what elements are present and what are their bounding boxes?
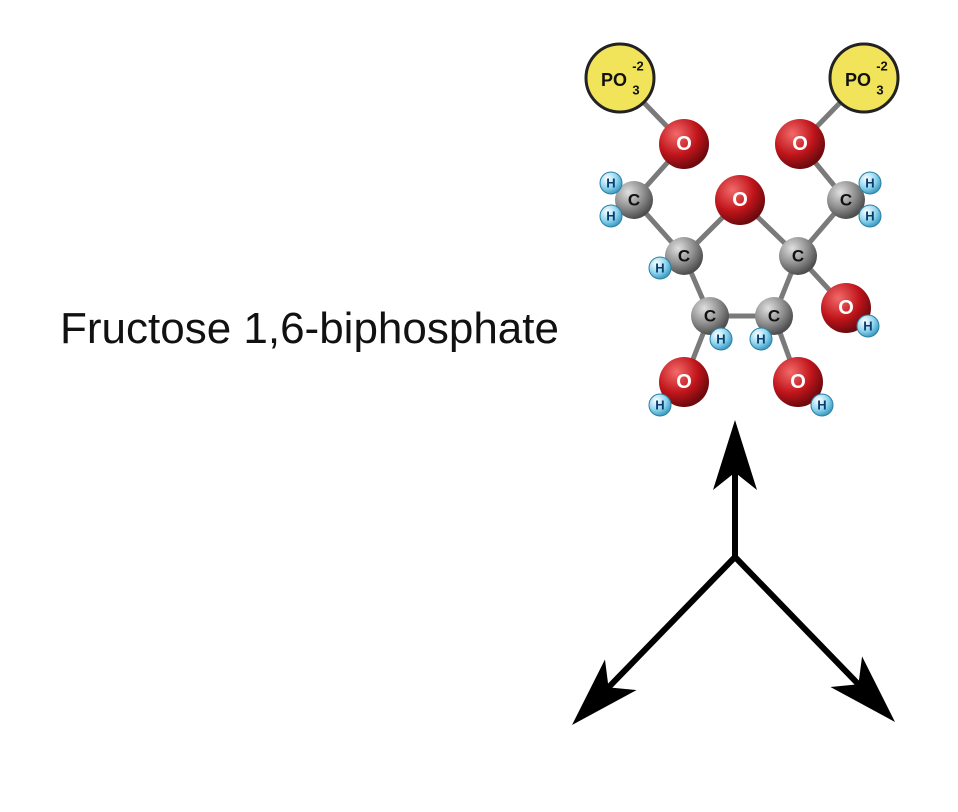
molecule-title: Fructose 1,6-biphosphate [60,304,559,353]
arrow-shaft [589,554,738,707]
hydrogen-label: H [716,332,725,347]
phosphate-charge: -2 [632,59,644,74]
arrow-head [830,656,895,722]
carbon-sphere [615,181,653,219]
hydrogen-sphere [599,171,623,195]
carbon-sphere [691,297,729,335]
hydrogen-sphere [749,327,773,351]
reference-arrows [572,420,895,725]
carbon-label: C [768,307,780,326]
hydrogen-label: H [865,176,874,191]
hydrogen-label: H [606,176,615,191]
atom-c4: C [691,297,729,335]
oxygen-label: O [676,371,692,393]
carbon-sphere [665,237,703,275]
oxygen-sphere [715,175,765,225]
oxygen-sphere [659,357,709,407]
oxygen-sphere [659,119,709,169]
atom-o4h: O [659,357,709,407]
hydrogen-sphere [648,256,672,280]
phosphate-label: PO [601,70,627,90]
phosphate-subscript: 3 [876,83,883,98]
hydrogen-label: H [756,332,765,347]
hydrogen-sphere [858,204,882,228]
hydrogen-label: H [606,209,615,224]
hydrogen-sphere [599,204,623,228]
atom-c2: C [779,237,817,275]
phosphate-charge: -2 [876,59,888,74]
phosphate-label: PO [845,70,871,90]
atom-hydrogen: H [858,204,882,228]
atom-c1: C [827,181,865,219]
arrow-head [572,659,637,725]
atom-hydrogen: H [856,314,880,338]
carbon-label: C [678,247,690,266]
hydrogen-label: H [655,261,664,276]
carbon-label: C [792,247,804,266]
arrow-shaft [732,554,878,704]
carbon-label: C [840,191,852,210]
arrow-head [713,420,757,490]
atom-o3h: O [773,357,823,407]
oxygen-sphere [775,119,825,169]
oxygen-label: O [732,189,748,211]
atom-p1: PO 3 -2 [584,42,656,114]
hydrogen-sphere [856,314,880,338]
atom-hydrogen: H [599,171,623,195]
hydrogen-sphere [709,327,733,351]
oxygen-sphere [773,357,823,407]
phosphate-sphere [828,42,900,114]
arrow-down-right [732,554,895,722]
atom-c5: C [665,237,703,275]
atom-hydrogen: H [810,393,834,417]
hydrogen-label: H [863,319,872,334]
oxygen-label: O [838,297,854,319]
hydrogen-label: H [655,398,664,413]
hydrogen-label: H [817,398,826,413]
atom-o2: O [775,119,825,169]
hydrogen-sphere [810,393,834,417]
carbon-label: C [704,307,716,326]
atom-hydrogen: H [648,256,672,280]
atom-hydrogen: H [599,204,623,228]
phosphate-subscript: 3 [632,83,639,98]
atom-hydrogen: H [858,171,882,195]
oxygen-label: O [792,133,808,155]
atom-c3: C [755,297,793,335]
atom-oring: O [715,175,765,225]
atom-o1: O [659,119,709,169]
arrow-up [713,420,757,560]
carbon-sphere [779,237,817,275]
hydrogen-label: H [865,209,874,224]
oxygen-label: O [676,133,692,155]
atom-hydrogen: H [749,327,773,351]
oxygen-label: O [790,371,806,393]
carbon-sphere [755,297,793,335]
carbon-sphere [827,181,865,219]
hydrogen-sphere [858,171,882,195]
atom-p2: PO 3 -2 [828,42,900,114]
phosphate-sphere [584,42,656,114]
atom-c6: C [615,181,653,219]
carbon-label: C [628,191,640,210]
atom-hydrogen: H [709,327,733,351]
hydrogen-sphere [648,393,672,417]
atom-hydrogen: H [648,393,672,417]
arrow-down-left [572,554,738,725]
